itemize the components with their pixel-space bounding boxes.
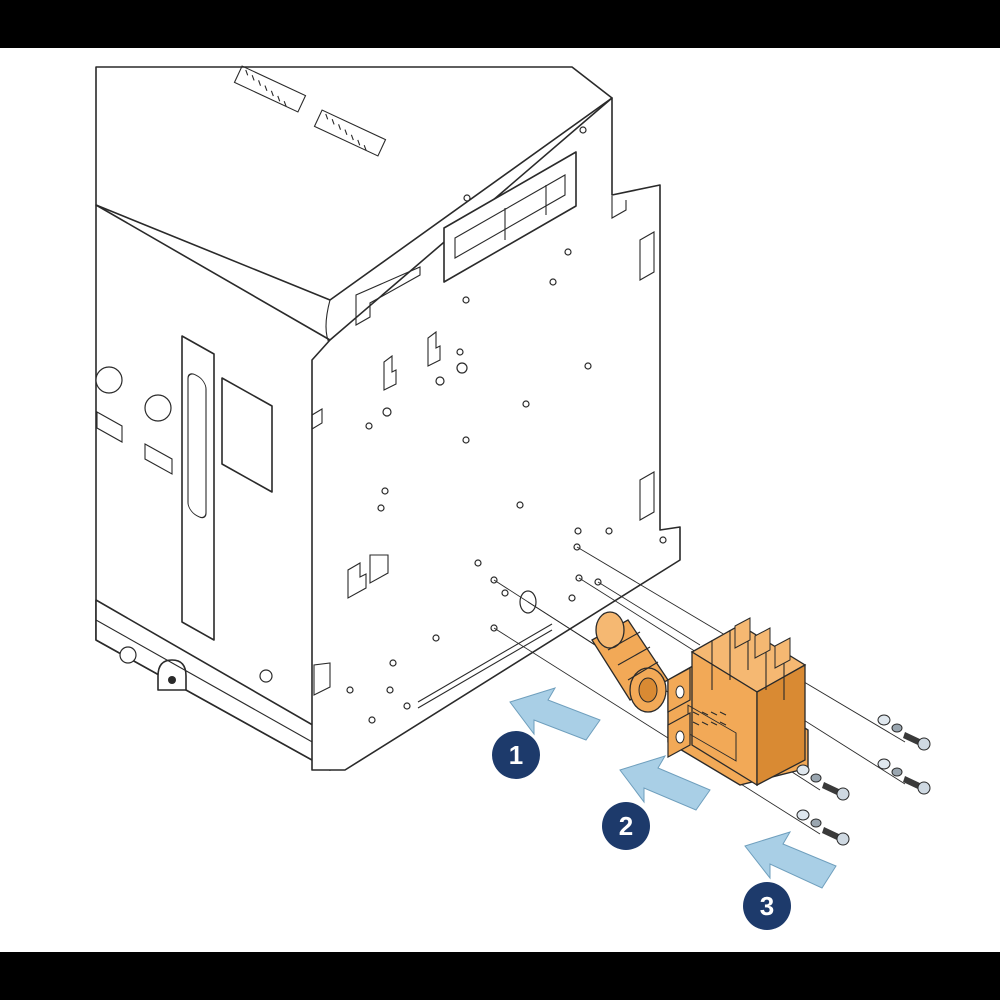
breaker-body — [95, 65, 613, 771]
step-badge-3: 3 — [743, 882, 791, 930]
screw-set-1 — [877, 714, 931, 751]
step-badge-1: 1 — [492, 731, 540, 779]
lock-knob — [157, 659, 187, 691]
step-2-arrow — [619, 755, 711, 811]
step-number: 1 — [509, 740, 523, 770]
upper-bracket — [355, 266, 421, 326]
screw-set-4 — [796, 809, 850, 846]
side-plate-outline — [311, 97, 681, 771]
step-1-arrow — [509, 687, 601, 741]
coupling-sleeve — [591, 611, 669, 713]
rear-opening — [443, 151, 577, 283]
auxiliary-block — [667, 617, 809, 787]
step-3-arrow — [744, 831, 837, 889]
screw-icon — [796, 714, 931, 846]
step-number: 3 — [760, 891, 774, 921]
breaker-top-face — [95, 66, 613, 301]
front-window — [221, 377, 273, 493]
plate-holes — [346, 126, 667, 724]
screw-set-3 — [796, 764, 850, 801]
side-plate — [311, 97, 681, 771]
arrow-icon — [509, 687, 837, 889]
front-slot-2 — [144, 443, 173, 475]
screw-set-2 — [877, 758, 931, 795]
front-slot-1 — [96, 411, 123, 443]
step-badge-2: 2 — [602, 802, 650, 850]
handle-slot — [181, 335, 215, 641]
front-hole-2 — [144, 394, 172, 422]
top-vents — [233, 65, 387, 157]
step-number: 2 — [619, 811, 633, 841]
front-hole-1 — [95, 366, 123, 394]
